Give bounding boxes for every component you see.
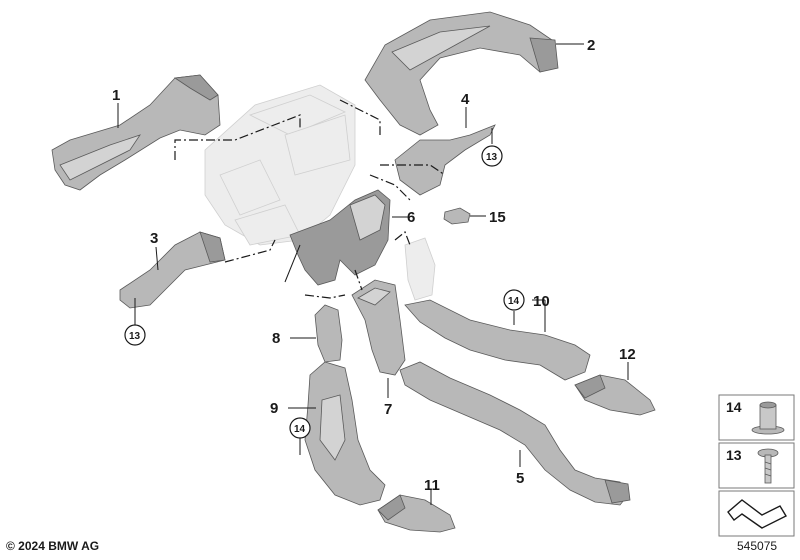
circled-callouts: 13 13 14 14 [124, 145, 525, 439]
part-9-left-floor-duct [304, 361, 386, 506]
callout-15: 15 [489, 209, 506, 226]
assembly-lines [174, 99, 446, 299]
callout-3: 3 [150, 230, 158, 247]
legend-item-14: 14 [718, 394, 795, 441]
svg-text:14: 14 [508, 296, 520, 307]
svg-text:13: 13 [486, 152, 498, 163]
legend-item-bracket [718, 490, 795, 537]
part-10-rear-right-duct [404, 299, 591, 381]
callout-8: 8 [272, 330, 280, 347]
part-2-right-upper-duct [364, 11, 559, 136]
part-1-left-upper-duct [51, 74, 221, 191]
callout-2: 2 [587, 37, 595, 54]
circled-callout-14-right: 14 [503, 289, 525, 311]
part-11-outlet [377, 494, 456, 533]
callout-1: 1 [112, 87, 120, 104]
screw-icon [757, 448, 779, 484]
callout-11: 11 [424, 477, 440, 494]
part-4-small-duct [394, 124, 496, 196]
callout-4: 4 [461, 91, 470, 108]
circled-callout-13-lower: 13 [124, 324, 146, 346]
part-15-clip [443, 207, 471, 225]
callout-10: 10 [533, 293, 550, 310]
legend-item-13: 13 [718, 442, 795, 489]
copyright-text: © 2024 BMW AG [6, 539, 100, 553]
part-3-left-lower-duct [119, 231, 226, 309]
svg-text:13: 13 [129, 331, 141, 342]
callout-9: 9 [270, 400, 278, 417]
circled-callout-14-left: 14 [289, 417, 311, 439]
circled-callout-13-upper: 13 [481, 145, 503, 167]
part-5-right-floor-duct [399, 361, 631, 506]
callout-5: 5 [516, 470, 524, 487]
part-ghost-right-duct [404, 237, 436, 301]
svg-text:14: 14 [294, 424, 306, 435]
callout-12: 12 [619, 346, 636, 363]
callout-7: 7 [384, 401, 392, 418]
hvac-housing-ghost [204, 84, 356, 246]
part-12-outlet [574, 374, 656, 416]
legend: 14 13 [718, 394, 795, 537]
nut-icon [751, 401, 785, 435]
callout-labels: 1 2 3 4 5 6 7 8 9 10 11 12 15 [112, 37, 636, 494]
part-6-center-distributor [289, 189, 391, 286]
svg-text:13: 13 [726, 447, 742, 463]
diagram-number: 545075 [737, 539, 778, 553]
part-7-center-vertical-duct [351, 279, 406, 376]
part-8-small-duct [314, 304, 343, 363]
leader-lines [117, 43, 629, 505]
bracket-symbol-icon [727, 499, 787, 529]
svg-text:14: 14 [726, 399, 742, 415]
callout-6: 6 [407, 209, 415, 226]
